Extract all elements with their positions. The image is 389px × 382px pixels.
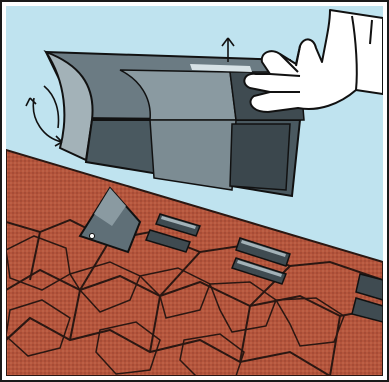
illustration-canvas	[0, 0, 389, 382]
roof-flashing-illustration	[0, 0, 389, 382]
